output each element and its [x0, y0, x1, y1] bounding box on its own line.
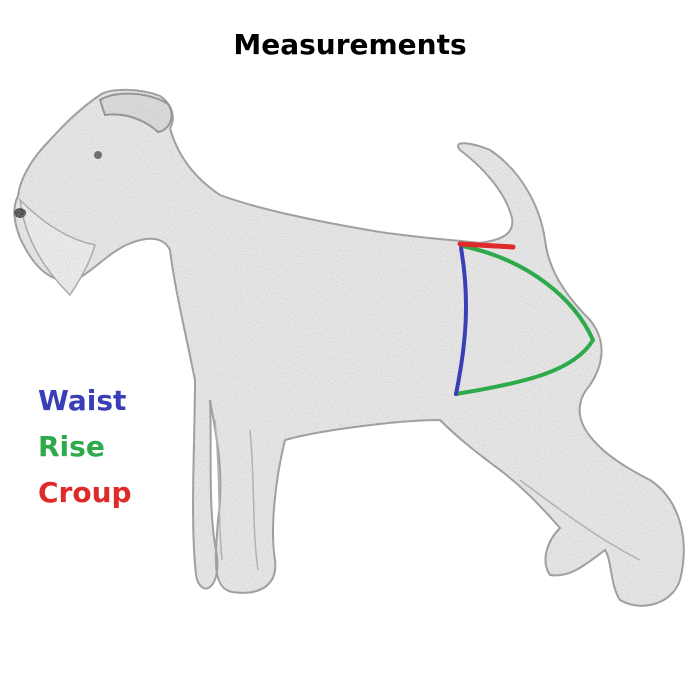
rise-line — [454, 244, 596, 396]
waist-line — [454, 246, 469, 396]
dog-silhouette — [13, 88, 685, 607]
dog-beard — [18, 197, 96, 297]
legend-rise: Rise — [38, 430, 105, 463]
legend-waist: Waist — [38, 384, 127, 417]
dog-eye — [94, 151, 102, 159]
dog-leg-shading — [214, 419, 641, 571]
dog-nose — [14, 208, 26, 218]
legend: Waist Rise Croup — [38, 378, 132, 516]
dog-body-outline — [13, 88, 685, 607]
dog-ear — [98, 92, 173, 134]
legend-croup: Croup — [38, 476, 132, 509]
diagram-title: Measurements — [233, 28, 467, 61]
croup-line — [457, 241, 516, 250]
